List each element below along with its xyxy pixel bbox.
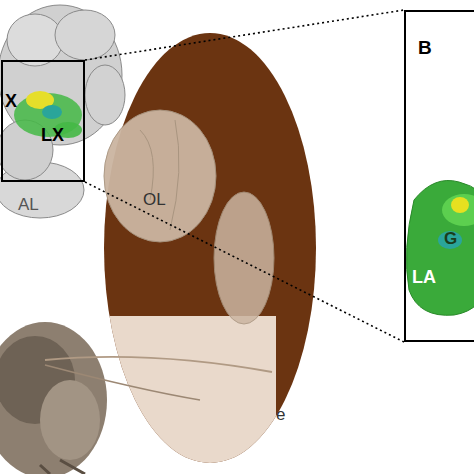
node-text: G <box>444 230 457 247</box>
node-text: LX <box>41 126 64 144</box>
lobe-fold <box>140 120 179 230</box>
node-text: B <box>418 38 432 57</box>
optic-lobe <box>104 110 216 242</box>
glomerulus-outline <box>404 170 474 320</box>
node-text: LA <box>412 268 436 286</box>
head-oval <box>100 33 316 474</box>
structure-label: AL <box>18 196 39 213</box>
node-text: X <box>5 92 17 110</box>
structure-label: OL <box>143 191 166 208</box>
optic-lobe-small <box>214 192 274 324</box>
structure-label: e <box>276 406 285 423</box>
inset-box: X LX <box>1 60 85 182</box>
panel-box: B G LA <box>404 10 474 342</box>
zoom-leader-line <box>85 10 404 60</box>
moth-photo <box>0 322 272 474</box>
brain-render <box>0 5 125 218</box>
zoom-leader-line <box>85 182 404 342</box>
glomerulus-shape: G LA <box>404 170 474 320</box>
